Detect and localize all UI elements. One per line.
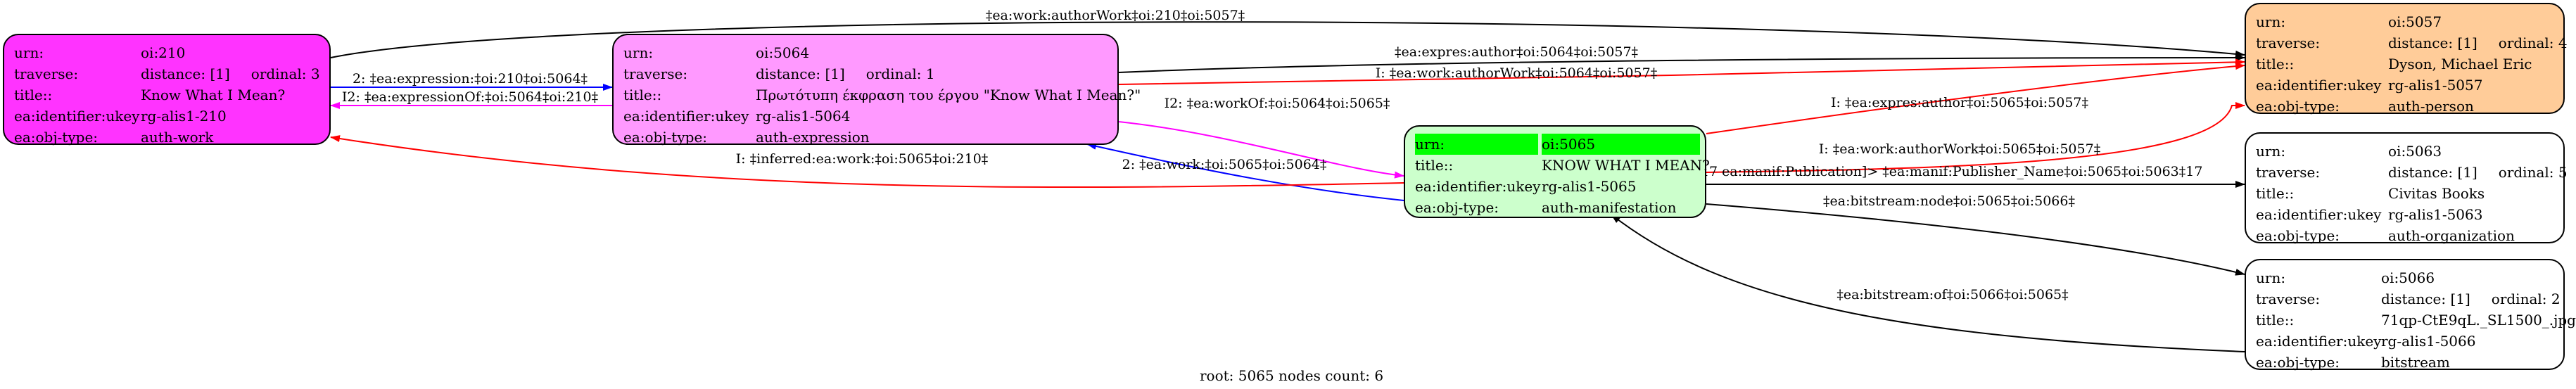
ukey-key: ea:identifier:ukey — [2256, 77, 2382, 94]
title-key: title:: — [2256, 312, 2295, 329]
edge-5065-210-inferred-work — [330, 135, 1404, 189]
urn-key: urn: — [14, 44, 44, 61]
edge-label-5065-5057-expres: I: ‡ea:expres:author‡oi:5065‡oi:5057‡ — [1831, 95, 2088, 110]
edge-label-5065-5057-authorwork: I: ‡ea:work:authorWork‡oi:5065‡oi:5057‡ — [1819, 141, 2100, 157]
title-key: title:: — [623, 87, 662, 103]
type-value: auth-work — [141, 129, 214, 146]
distance-value: distance: [1] — [141, 65, 230, 82]
ordinal-value: ordinal: 3 — [250, 65, 320, 82]
ordinal-value: ordinal: 5 — [2498, 164, 2568, 181]
type-value: auth-manifestation — [1542, 199, 1677, 216]
ordinal-value: ordinal: 1 — [865, 65, 935, 82]
edge-label-5065-5063: [17 ea:manif:Publication]> ‡ea:manif:Pub… — [1696, 164, 2203, 179]
distance-value: distance: [1] — [2388, 164, 2477, 181]
edge-label-5064-5065: I2: ‡ea:workOf:‡oi:5064‡oi:5065‡ — [1165, 96, 1390, 111]
ukey-key: ea:identifier:ukey — [623, 108, 749, 125]
type-key: ea:obj-type: — [1415, 199, 1499, 216]
node-oi-5066[interactable]: urn: oi:5066 traverse: distance: [1] ordina… — [2245, 259, 2576, 371]
title-value: Dyson, Michael Eric — [2388, 56, 2532, 72]
urn-value: oi:5066 — [2381, 269, 2435, 286]
edge-5065-5064-work — [1086, 142, 1404, 201]
urn-key: urn: — [2256, 13, 2286, 30]
title-value: Πρωτότυπη έκφραση του έργου "Know What I… — [756, 87, 1141, 103]
distance-value: distance: [1] — [2381, 291, 2470, 307]
type-value: auth-person — [2388, 98, 2474, 115]
ukey-value: rg-alis1-5066 — [2381, 333, 2476, 350]
edge-5064-5057-authorwork — [1118, 58, 2245, 85]
edge-label-5064-5057-expres: ‡ea:expres:author‡oi:5064‡oi:5057‡ — [1395, 44, 1638, 60]
edge-5065-5057-authorwork — [1706, 102, 2245, 173]
edge-5064-5065-workof — [1118, 121, 1404, 179]
edge-5064-5057-expres-author — [1118, 54, 2245, 73]
title-value: KNOW WHAT I MEAN? — [1542, 157, 1710, 174]
title-key: title:: — [2256, 185, 2295, 202]
ukey-key: ea:identifier:ukey — [2256, 333, 2382, 350]
urn-value: oi:5065 — [1542, 134, 1700, 155]
graph-caption: root: 5065 nodes count: 6 — [1200, 367, 1384, 384]
urn-value: oi:5064 — [756, 44, 810, 61]
ukey-value: rg-alis1-210 — [141, 108, 227, 125]
edge-5065-5057-expres-author — [1706, 63, 2245, 134]
edge-label-5065-5066: ‡ea:bitstream:node‡oi:5065‡oi:5066‡ — [1823, 193, 2075, 209]
edge-label-5064-210: I2: ‡ea:expressionOf:‡oi:5064‡oi:210‡ — [342, 89, 598, 105]
edge-210-5057-authorwork — [330, 21, 2245, 58]
traverse-key: traverse: — [2256, 34, 2321, 51]
edge-label-5064-5057-authorwork: I: ‡ea:work:authorWork‡oi:5064‡oi:5057‡ — [1376, 65, 1657, 81]
ukey-value: rg-alis1-5057 — [2388, 77, 2483, 94]
type-key: ea:obj-type: — [14, 129, 99, 146]
type-value: auth-expression — [756, 129, 870, 146]
traverse-key: traverse: — [623, 65, 688, 82]
title-key: title:: — [14, 87, 53, 103]
title-value: 71qp-CtE9qL._SL1500_.jpg — [2381, 312, 2576, 329]
edge-label-5065-210: I: ‡inferred:ea:work:‡oi:5065‡oi:210‡ — [736, 151, 989, 167]
urn-value: oi:5057 — [2388, 13, 2442, 30]
edge-5065-5066-bitstream-node — [1706, 203, 2245, 276]
title-key: title:: — [2256, 56, 2295, 72]
edge-label-5065-5064: 2: ‡ea:work:‡oi:5065‡oi:5064‡ — [1122, 157, 1327, 172]
ukey-value: rg-alis1-5064 — [756, 108, 851, 125]
urn-value: oi:5063 — [2388, 143, 2442, 160]
urn-key: urn: — [2256, 269, 2286, 286]
node-oi-5064[interactable]: urn: oi:5064 traverse: distance: [1] ordina… — [612, 34, 1141, 146]
ukey-key: ea:identifier:ukey — [1415, 178, 1541, 195]
node-oi-210[interactable]: urn: oi:210 traverse: distance: [1] ordinal… — [3, 34, 331, 146]
distance-value: distance: [1] — [756, 65, 845, 82]
type-key: ea:obj-type: — [2256, 354, 2340, 371]
traverse-key: traverse: — [14, 65, 79, 82]
node-oi-5057[interactable]: urn: oi:5057 traverse: distance: [1] ordina… — [2245, 3, 2568, 115]
urn-key: urn: — [623, 44, 654, 61]
node-oi-5065-root[interactable]: urn:oi:5065 title::KNOW WHAT I MEAN? ea:… — [1404, 125, 1710, 218]
ordinal-value: ordinal: 4 — [2498, 34, 2568, 51]
ukey-value: rg-alis1-5065 — [1542, 178, 1637, 195]
ukey-key: ea:identifier:ukey — [2256, 206, 2382, 223]
urn-key: urn: — [1415, 134, 1538, 155]
edge-label-210-5057: ‡ea:work:authorWork‡oi:210‡oi:5057‡ — [986, 8, 1245, 23]
traverse-key: traverse: — [2256, 164, 2321, 181]
type-key: ea:obj-type: — [623, 129, 708, 146]
edge-label-210-5064: 2: ‡ea:expression:‡oi:210‡oi:5064‡ — [353, 71, 588, 87]
traverse-key: traverse: — [2256, 291, 2321, 307]
title-value: Know What I Mean? — [141, 87, 286, 103]
title-value: Civitas Books — [2388, 185, 2485, 202]
distance-value: distance: [1] — [2388, 34, 2477, 51]
type-value: auth-organization — [2388, 227, 2515, 244]
ukey-key: ea:identifier:ukey — [14, 108, 140, 125]
type-key: ea:obj-type: — [2256, 98, 2340, 115]
edge-5066-5065-bitstream-of — [1611, 214, 2245, 352]
edge-label-5066-5065: ‡ea:bitstream:of‡oi:5066‡oi:5065‡ — [1836, 287, 2068, 302]
type-value: bitstream — [2381, 354, 2450, 371]
title-key: title:: — [1415, 157, 1454, 174]
ukey-value: rg-alis1-5063 — [2388, 206, 2483, 223]
node-oi-5063[interactable]: urn: oi:5063 traverse: distance: [1] ordina… — [2245, 132, 2568, 244]
urn-value: oi:210 — [141, 44, 186, 61]
ordinal-value: ordinal: 2 — [2491, 291, 2561, 307]
type-key: ea:obj-type: — [2256, 227, 2340, 244]
urn-key: urn: — [2256, 143, 2286, 160]
